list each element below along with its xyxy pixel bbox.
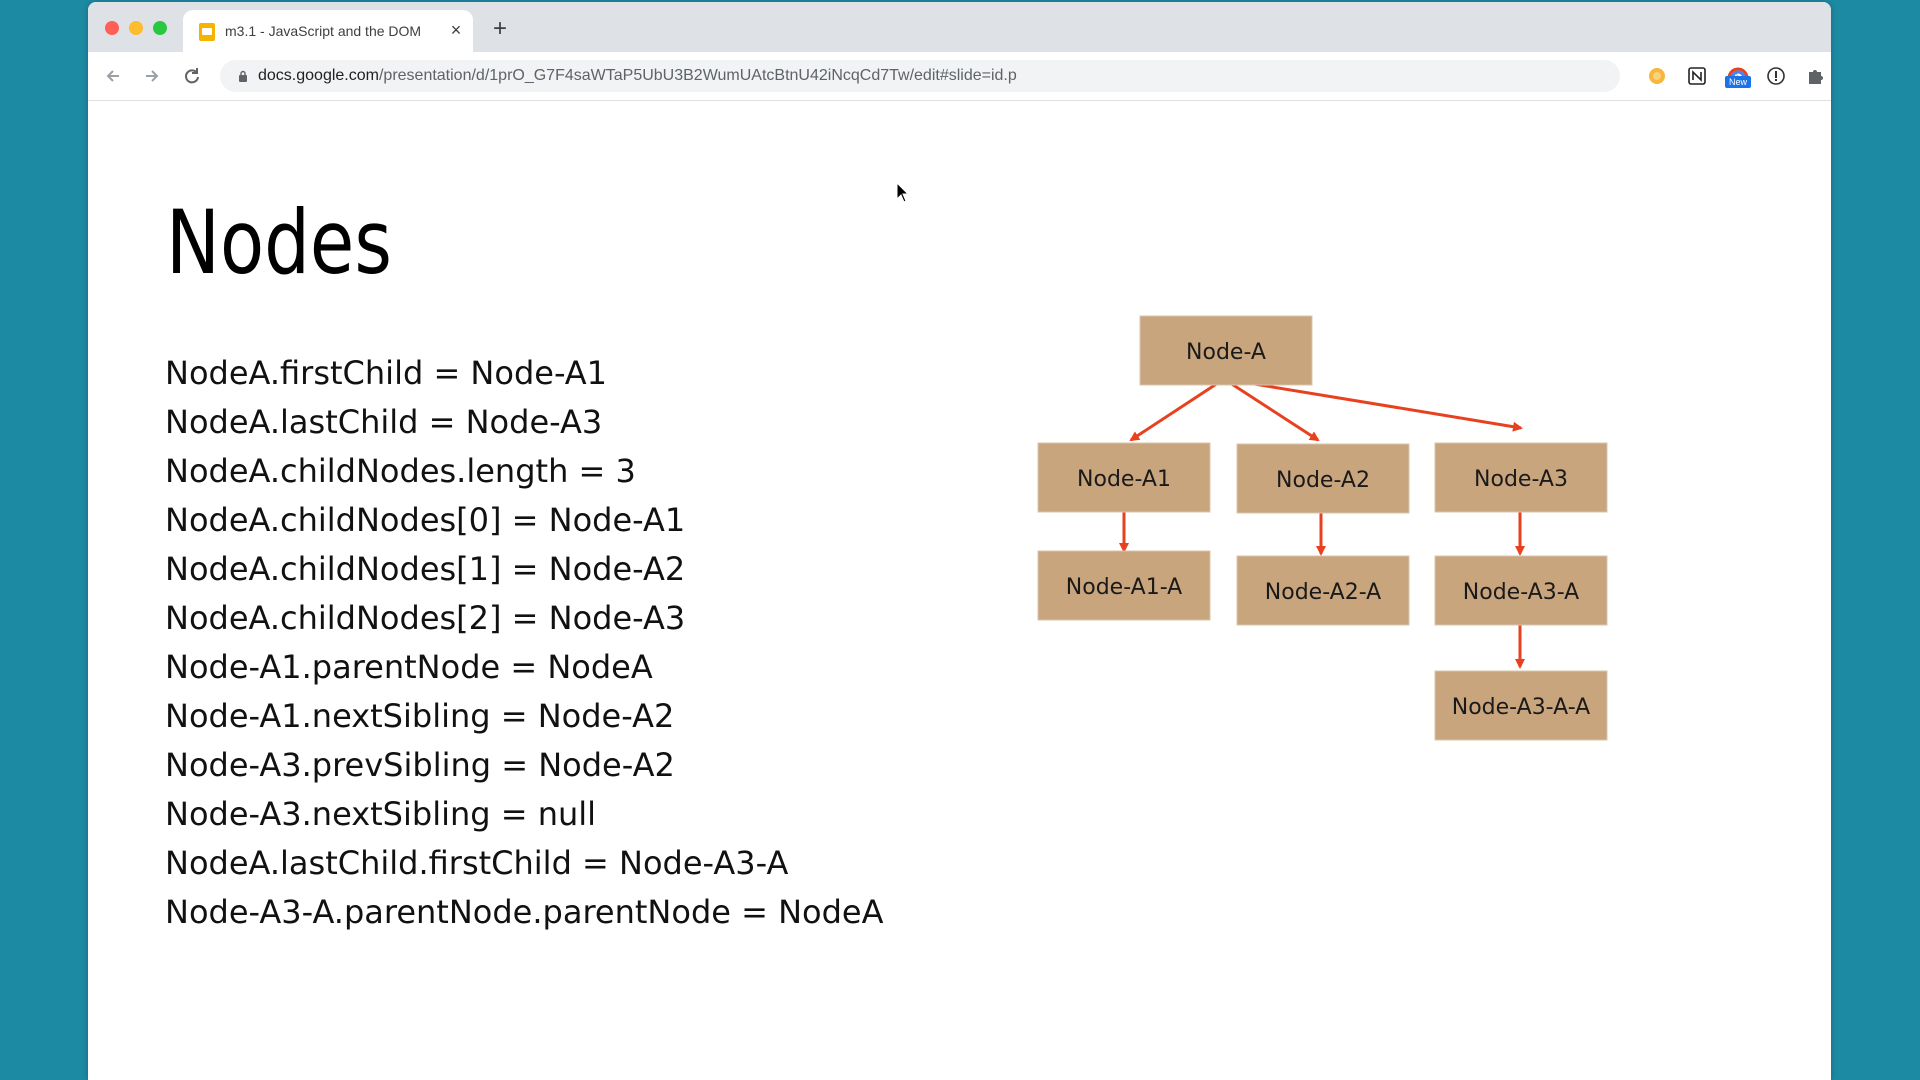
url-text: docs.google.com/presentation/d/1prO_G7F4… bbox=[258, 67, 1017, 85]
close-window-button[interactable] bbox=[105, 21, 119, 35]
url-host: docs.google.com bbox=[258, 67, 379, 84]
node-label-a3aa: Node-A3-A-A bbox=[1452, 695, 1590, 720]
code-line: Node-A3-A.parentNode.parentNode = NodeA bbox=[165, 893, 884, 931]
close-tab-icon[interactable]: × bbox=[450, 20, 462, 40]
extension-orange-icon[interactable] bbox=[1647, 66, 1667, 86]
node-box-a2a bbox=[1236, 555, 1410, 626]
back-arrow-icon bbox=[106, 70, 119, 82]
mouse-cursor-icon bbox=[896, 182, 910, 203]
reload-icon bbox=[185, 68, 199, 84]
tab-bar: m3.1 - JavaScript and the DOM × + bbox=[88, 2, 1831, 52]
forward-button[interactable] bbox=[138, 62, 166, 90]
minimize-window-button[interactable] bbox=[129, 21, 143, 35]
code-line: NodeA.childNodes[1] = Node-A2 bbox=[165, 550, 686, 588]
node-label-a1: Node-A1 bbox=[1077, 467, 1171, 492]
code-line: Node-A3.prevSibling = Node-A2 bbox=[165, 746, 675, 784]
lock-icon[interactable] bbox=[238, 70, 248, 82]
extension-new-icon[interactable]: New bbox=[1725, 62, 1751, 88]
maximize-window-button[interactable] bbox=[153, 21, 167, 35]
code-line: NodeA.firstChild = Node-A1 bbox=[165, 354, 608, 392]
node-box-a1a bbox=[1037, 550, 1211, 621]
node-box-root bbox=[1139, 315, 1313, 386]
code-line: NodeA.lastChild = Node-A3 bbox=[165, 403, 603, 441]
node-label-root: Node-A bbox=[1186, 340, 1266, 365]
notion-extension-icon[interactable] bbox=[1687, 66, 1707, 86]
tree-edges bbox=[1119, 377, 1525, 669]
code-line: Node-A3.nextSibling = null bbox=[165, 795, 597, 833]
new-badge: New bbox=[1725, 76, 1751, 88]
browser-window: m3.1 - JavaScript and the DOM × + bbox=[88, 2, 1831, 1080]
node-box-a1 bbox=[1037, 442, 1211, 513]
code-line: NodeA.childNodes.length = 3 bbox=[165, 452, 636, 490]
new-tab-button[interactable]: + bbox=[492, 15, 507, 42]
tab-title: m3.1 - JavaScript and the DOM bbox=[225, 23, 422, 39]
url-path: /presentation/d/1prO_G7F4saWTaP5UbU3B2Wu… bbox=[378, 67, 1017, 84]
node-label-a2a: Node-A2-A bbox=[1265, 580, 1381, 605]
node-label-a2: Node-A2 bbox=[1276, 468, 1370, 493]
node-box-a3a bbox=[1434, 555, 1608, 626]
forward-arrow-icon bbox=[146, 70, 159, 82]
code-line: Node-A1.parentNode = NodeA bbox=[165, 648, 653, 686]
edge-root-a2 bbox=[1223, 377, 1320, 442]
reload-button[interactable] bbox=[178, 62, 206, 90]
slides-favicon-icon bbox=[199, 23, 215, 41]
address-bar[interactable]: docs.google.com/presentation/d/1prO_G7F4… bbox=[220, 60, 1744, 92]
node-box-a3 bbox=[1434, 442, 1608, 513]
info-extension-icon[interactable] bbox=[1766, 66, 1786, 86]
slide-canvas: Nodes NodeA.firstChild = Node-A1 NodeA.l… bbox=[88, 101, 1831, 1080]
tab-slides[interactable]: m3.1 - JavaScript and the DOM × bbox=[183, 10, 473, 52]
extensions-puzzle-icon[interactable] bbox=[1805, 66, 1825, 86]
code-line: NodeA.lastChild.firstChild = Node-A3-A bbox=[165, 844, 789, 882]
code-lines-list: NodeA.firstChild = Node-A1 NodeA.lastChi… bbox=[165, 349, 884, 937]
code-line: NodeA.childNodes[0] = Node-A1 bbox=[165, 501, 686, 539]
edge-root-a1 bbox=[1129, 377, 1225, 442]
code-line: Node-A1.nextSibling = Node-A2 bbox=[165, 697, 675, 735]
node-label-a3a: Node-A3-A bbox=[1463, 580, 1579, 605]
edge-root-a3 bbox=[1223, 377, 1523, 432]
browser-toolbar: docs.google.com/presentation/d/1prO_G7F4… bbox=[88, 52, 1831, 101]
code-line: NodeA.childNodes[2] = Node-A3 bbox=[165, 599, 686, 637]
node-label-a3: Node-A3 bbox=[1474, 467, 1568, 492]
slide-title: Nodes bbox=[166, 191, 392, 294]
node-tree-diagram: Node-A Node-A1 Node-A2 Node-A3 Node-A1-A… bbox=[1037, 315, 1608, 741]
node-label-a1a: Node-A1-A bbox=[1066, 575, 1182, 600]
node-box-a2 bbox=[1236, 443, 1410, 514]
back-button[interactable] bbox=[99, 62, 127, 90]
node-box-a3aa bbox=[1434, 670, 1608, 741]
